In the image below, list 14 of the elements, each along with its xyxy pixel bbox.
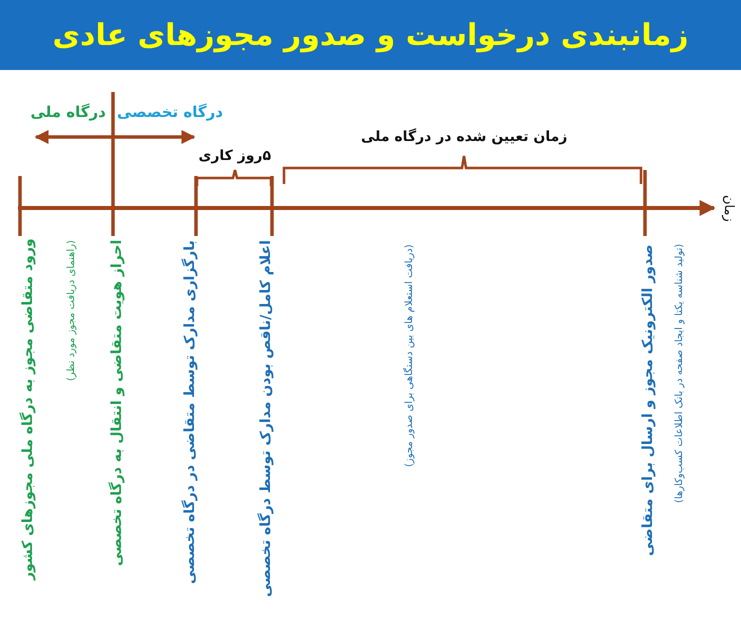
step-note: (تولید شناسه یکتا و ایجاد صفحه در بانک اطلاعات کسب‌وکارها) — [674, 244, 686, 503]
duration-label: زمان تعیین شده در درگاه ملی — [361, 128, 568, 146]
step-text: ورود متقاضی مجوز به درگاه ملی مجوزهای کشور — [20, 238, 36, 580]
portal-label: درگاه ملی — [30, 103, 106, 121]
step-text: صدور الکترونیک مجوز و ارسال برای متقاضی — [640, 244, 656, 556]
axis-label: زمان — [720, 194, 736, 222]
step-note: (راهنمای دریافت مجوز مورد نظر) — [66, 240, 78, 381]
step-text: اعلام کامل/ناقص بودن مدارک توسط درگاه تخصصی — [258, 240, 274, 597]
step-text: احراز هویت متقاضی و انتقال به درگاه تخصصی — [108, 240, 126, 566]
portal-label: درگاه تخصصی — [117, 103, 223, 121]
duration-label: ۵روز کاری — [198, 148, 272, 164]
step-text: بارگزاری مدارک توسط متقاضی در درگاه تخصصی — [182, 240, 198, 584]
step-note: (دریافت استعلام های بین دستگاهی برای صدور مجوز) — [404, 244, 416, 467]
title-banner: زمانبندی درخواست و صدور مجوزهای عادی — [0, 0, 741, 70]
